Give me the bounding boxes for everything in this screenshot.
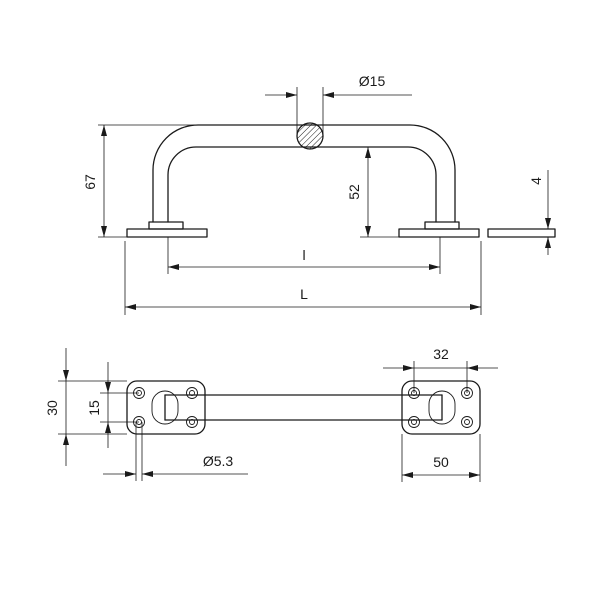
plate-height-label: 30	[44, 400, 60, 416]
plate-length-label: 50	[433, 454, 449, 470]
hole-spacing-vertical-dimension: 15	[86, 362, 139, 448]
diameter-dimension: Ø15	[265, 73, 412, 136]
overall-length-label: L	[300, 286, 308, 302]
diameter-label: Ø15	[359, 73, 386, 89]
height-dimension: 67	[82, 124, 198, 238]
right-plate-holes	[408, 387, 473, 428]
left-plate-top	[126, 380, 206, 435]
left-rod-foot-outline	[151, 390, 179, 425]
handle-rod-inner	[167, 146, 437, 223]
inner-length-dimension: l	[167, 237, 441, 274]
hole-spacing-vertical-label: 15	[86, 400, 102, 416]
height-label: 67	[82, 174, 98, 190]
top-view: 30 15 Ø5.3 32	[44, 346, 498, 482]
hole	[186, 416, 198, 428]
hole	[186, 387, 198, 399]
plate-length-dimension: 50	[401, 434, 481, 482]
plate-height-dimension: 30	[44, 348, 127, 466]
right-rod-foot-outline	[428, 390, 456, 425]
plate-thickness-dimension: 4	[487, 170, 556, 255]
hole	[408, 416, 420, 428]
overall-length-dimension: L	[124, 241, 482, 315]
inner-height-dimension: 52	[346, 146, 408, 238]
hole-diameter-label: Ø5.3	[203, 453, 234, 469]
hole-spacing-horizontal-label: 32	[433, 346, 449, 362]
front-view: Ø15 67 52 4	[82, 73, 556, 315]
right-mounting-plate	[398, 228, 480, 238]
inner-length-label: l	[302, 247, 305, 263]
left-foot-collar	[148, 221, 184, 230]
inner-height-label: 52	[346, 184, 362, 200]
plate-side-view	[487, 228, 556, 238]
hole-spacing-horizontal-dimension: 32	[383, 346, 498, 393]
hole	[461, 416, 473, 428]
hole-diameter-dimension: Ø5.3	[103, 422, 248, 481]
left-mounting-plate	[126, 228, 208, 238]
right-foot-collar	[424, 221, 460, 230]
plate-thickness-label: 4	[528, 177, 544, 185]
right-plate-top	[401, 380, 481, 435]
rod-cross-section	[296, 122, 324, 150]
